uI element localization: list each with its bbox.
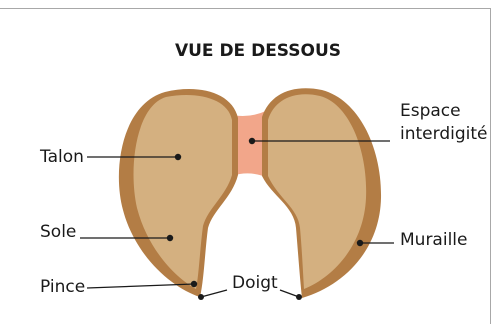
marker-pince [191, 281, 197, 287]
left-claw-sole [134, 95, 232, 289]
marker-espace [249, 138, 255, 144]
label-pince: Pince [40, 277, 85, 297]
diagram-title: VUE DE DESSOUS [175, 41, 341, 61]
label-espace-line1: Espace [400, 101, 461, 121]
marker-doigt-right [296, 294, 302, 300]
marker-doigt-left [198, 294, 204, 300]
label-talon: Talon [39, 147, 84, 167]
label-muraille: Muraille [400, 230, 467, 250]
label-espace-line2: interdigité [400, 124, 487, 144]
leader-doigt-left [201, 290, 227, 297]
marker-muraille [357, 240, 363, 246]
label-doigt: Doigt [232, 273, 278, 293]
label-sole: Sole [40, 222, 76, 242]
marker-talon [175, 154, 181, 160]
marker-sole [167, 235, 173, 241]
leader-doigt-right [280, 290, 299, 297]
